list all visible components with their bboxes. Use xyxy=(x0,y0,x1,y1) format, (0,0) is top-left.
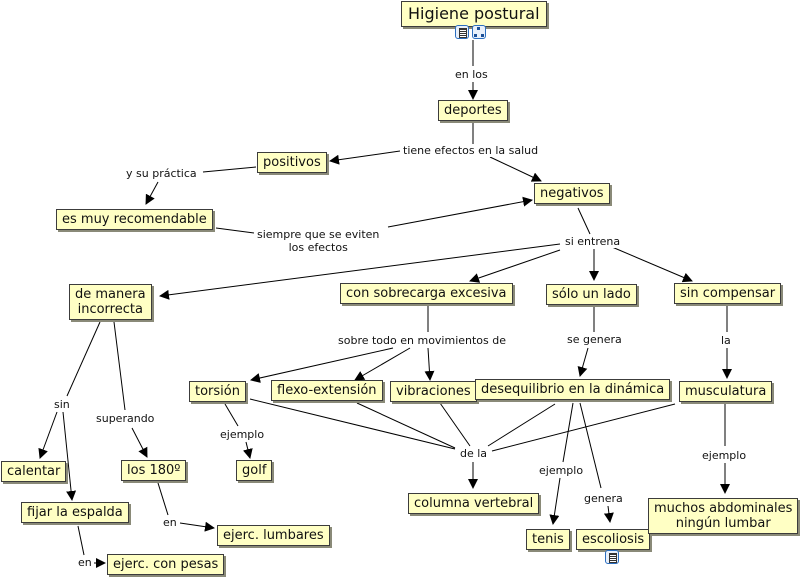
link-line xyxy=(491,403,676,452)
link-arrow xyxy=(387,196,533,228)
concept-higiene-postural[interactable]: Higiene postural xyxy=(401,1,547,27)
concept-con-sobrecarga-excesiva[interactable]: con sobrecarga excesiva xyxy=(340,283,513,304)
link-line xyxy=(77,525,85,556)
concept-fijar-la-espalda[interactable]: fijar la espalda xyxy=(21,502,129,523)
concept-deportes[interactable]: deportes xyxy=(438,100,508,121)
link-label-se-genera: se genera xyxy=(565,333,624,346)
concept-escoliosis[interactable]: escoliosis xyxy=(576,529,651,550)
link-label-en: en xyxy=(76,556,94,569)
link-line xyxy=(439,402,471,447)
concept-text-line: ningún lumbar xyxy=(675,516,771,531)
concept-musculatura[interactable]: musculatura xyxy=(679,381,773,402)
link-label-tiene-efectos: tiene efectos en la salud xyxy=(401,144,541,157)
link-line xyxy=(579,402,602,489)
concept-flexo-extension[interactable]: flexo-extensión xyxy=(271,380,383,401)
concept-tenis[interactable]: tenis xyxy=(526,529,570,550)
link-arrow xyxy=(250,347,394,383)
link-label-line: siempre que se eviten xyxy=(257,228,380,241)
concept-text-line: muchos abdominales xyxy=(654,501,793,516)
link-arrow xyxy=(242,441,253,459)
concept-muchos-abdominales[interactable]: muchos abdominales ningún lumbar xyxy=(648,498,799,534)
link-line xyxy=(157,482,169,516)
link-arrow xyxy=(354,347,411,381)
link-line xyxy=(224,403,239,427)
link-label-ejemplo: ejemplo xyxy=(218,428,267,441)
concept-calentar[interactable]: calentar xyxy=(1,461,67,482)
link-arrow xyxy=(38,411,58,459)
link-label-si-entrena: si entrena xyxy=(563,235,623,248)
concept-es-muy-recomendable[interactable]: es muy recomendable xyxy=(56,209,213,230)
link-label-ejemplo: ejemplo xyxy=(537,464,586,477)
link-line xyxy=(202,166,257,173)
concept-map-link-icon[interactable] xyxy=(472,25,486,39)
link-label-de-la: de la xyxy=(458,447,490,460)
link-arrow xyxy=(159,243,561,300)
link-label-line: los efectos xyxy=(288,241,348,254)
link-line xyxy=(356,402,456,449)
concept-de-manera-incorrecta[interactable]: de manera incorrecta xyxy=(69,284,152,320)
link-arrow xyxy=(62,411,77,501)
concept-columna-vertebral[interactable]: columna vertebral xyxy=(408,493,540,514)
link-line xyxy=(249,398,456,450)
link-line xyxy=(562,402,574,463)
concept-negativos[interactable]: negativos xyxy=(534,183,610,204)
link-line xyxy=(487,403,556,447)
link-label-siempre: siempre que se eviten los efectos xyxy=(255,228,382,254)
concept-ejerc-lumbares[interactable]: ejerc. lumbares xyxy=(217,525,330,546)
link-label-sobre-todo: sobre todo en movimientos de xyxy=(336,334,509,347)
link-arrow xyxy=(577,347,589,377)
concept-text-line: incorrecta xyxy=(77,302,143,317)
link-arrow xyxy=(603,505,614,523)
link-label-sin: sin xyxy=(52,398,72,411)
link-arrow xyxy=(549,477,561,525)
concept-solo-un-lado[interactable]: sólo un lado xyxy=(546,284,637,305)
link-label-genera: genera xyxy=(582,492,625,505)
document-resource-icon[interactable] xyxy=(605,550,619,564)
document-resource-icon[interactable] xyxy=(455,25,469,39)
link-line xyxy=(113,321,126,411)
link-label-superando: superando xyxy=(94,412,157,425)
concept-golf[interactable]: golf xyxy=(236,460,273,481)
concept-los-180[interactable]: los 180º xyxy=(121,460,187,481)
concept-ejerc-con-pesas[interactable]: ejerc. con pesas xyxy=(107,554,225,575)
link-line xyxy=(577,207,591,235)
link-arrow xyxy=(131,427,148,458)
link-label-la: la xyxy=(719,334,733,347)
link-arrow xyxy=(611,246,693,283)
link-arrow xyxy=(329,150,401,165)
concept-positivos[interactable]: positivos xyxy=(257,152,327,173)
concept-desequilibrio-en-la-dinamica[interactable]: desequilibrio en la dinámica xyxy=(475,379,671,400)
link-line xyxy=(66,321,101,397)
link-line xyxy=(215,227,255,234)
concept-torsion[interactable]: torsión xyxy=(189,381,246,402)
link-label-y-su-practica: y su práctica xyxy=(124,167,199,180)
link-arrow xyxy=(469,249,561,283)
concept-sin-compensar[interactable]: sin compensar xyxy=(674,283,782,304)
link-label-en-los: en los xyxy=(453,68,490,81)
link-arrow xyxy=(489,156,542,182)
concept-vibraciones[interactable]: vibraciones xyxy=(390,381,477,402)
link-label-ejemplo: ejemplo xyxy=(700,449,749,462)
link-arrow xyxy=(424,347,435,381)
link-arrow xyxy=(179,521,215,532)
concept-text-line: de manera xyxy=(75,287,146,302)
link-arrow xyxy=(145,181,159,205)
link-label-en: en xyxy=(161,516,179,529)
